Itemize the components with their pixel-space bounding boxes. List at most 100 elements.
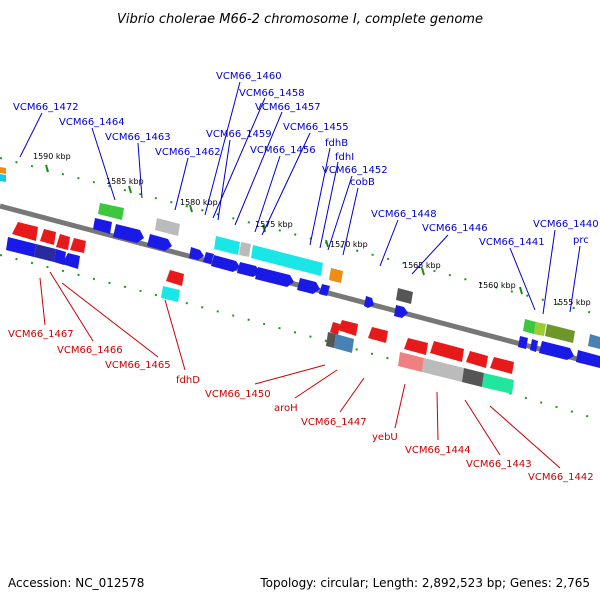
cds-reverse[interactable] [326, 332, 336, 348]
scale-label-1570: 1570 kbp [330, 240, 368, 249]
cds-reverse[interactable] [6, 237, 36, 257]
scale-label-1575: 1575 kbp [255, 220, 293, 229]
gene-label-prc[interactable]: prc [573, 235, 589, 246]
cds-reverse[interactable] [422, 358, 464, 382]
cds-forward[interactable] [189, 247, 204, 260]
gene-label-vcm66-1458[interactable]: VCM66_1458 [239, 88, 305, 99]
cds-reverse[interactable] [40, 229, 56, 245]
kbp-tick [262, 224, 266, 233]
gene-label-vcm66-1467[interactable]: VCM66_1467 [8, 329, 74, 340]
gene-label-vcm66-1448[interactable]: VCM66_1448 [371, 209, 437, 220]
cds-reverse[interactable] [482, 373, 514, 394]
gene-label-vcm66-1447[interactable]: VCM66_1447 [301, 417, 367, 428]
cds-forward[interactable] [394, 305, 408, 318]
gene-label-vcm66-1441[interactable]: VCM66_1441 [479, 237, 545, 248]
gene-label-vcm66-1464[interactable]: VCM66_1464 [59, 117, 125, 128]
map-title: Vibrio cholerae M66-2 chromosome I, comp… [117, 12, 483, 27]
cds-reverse[interactable] [34, 244, 56, 262]
gene-label-yebu[interactable]: yebU [372, 432, 398, 443]
cds-reverse[interactable] [166, 270, 184, 286]
cds-forward[interactable] [251, 245, 323, 276]
cds-forward[interactable] [364, 296, 374, 308]
kbp-tick [189, 204, 193, 213]
gene-label-vcm66-1459[interactable]: VCM66_1459 [206, 129, 272, 140]
cds-forward[interactable] [576, 350, 600, 368]
cds-forward[interactable] [113, 224, 144, 243]
cds-reverse[interactable] [54, 249, 66, 265]
cds-forward[interactable] [239, 242, 251, 257]
cds-reverse[interactable] [462, 368, 484, 387]
gene-label-vcm66-1465[interactable]: VCM66_1465 [105, 360, 171, 371]
cds-reverse[interactable] [330, 322, 340, 335]
cds-forward[interactable] [0, 174, 6, 182]
cds-reverse[interactable] [161, 286, 180, 302]
cds-reverse[interactable] [368, 327, 388, 343]
gene-label-vcm66-1443[interactable]: VCM66_1443 [466, 459, 532, 470]
gene-label-fdhb[interactable]: fdhB [325, 138, 348, 149]
cds-forward[interactable] [319, 284, 330, 296]
cds-forward[interactable] [545, 324, 575, 343]
gene-label-vcm66-1463[interactable]: VCM66_1463 [105, 132, 171, 143]
cds-forward[interactable] [203, 252, 214, 264]
cds-forward[interactable] [297, 278, 320, 294]
cds-reverse[interactable] [490, 357, 514, 374]
scale-label-1565: 1565 kbp [403, 261, 441, 270]
cds-reverse[interactable] [12, 222, 38, 241]
gene-label-vcm66-1466[interactable]: VCM66_1466 [57, 345, 123, 356]
topology-text: Topology: circular; Length: 2,892,523 bp… [259, 576, 590, 590]
gene-label-aroh[interactable]: aroH [274, 403, 298, 414]
cds-forward[interactable] [523, 319, 536, 334]
gene-label-vcm66-1460[interactable]: VCM66_1460 [216, 71, 282, 82]
cds-reverse[interactable] [338, 320, 358, 336]
reverse-features [6, 222, 514, 394]
cds-forward[interactable] [588, 334, 600, 349]
cds-forward[interactable] [211, 255, 240, 272]
kbp-tick [325, 239, 329, 248]
cds-forward[interactable] [396, 288, 413, 304]
cds-reverse[interactable] [404, 338, 428, 355]
gene-label-fdhi[interactable]: fdhI [335, 152, 354, 163]
gene-label-vcm66-1456[interactable]: VCM66_1456 [250, 145, 316, 156]
cds-forward[interactable] [155, 218, 180, 236]
cds-reverse[interactable] [430, 341, 464, 362]
cds-forward[interactable] [518, 336, 528, 349]
cds-reverse[interactable] [62, 253, 80, 269]
gene-label-vcm66-1457[interactable]: VCM66_1457 [255, 102, 321, 113]
gene-label-vcm66-1450[interactable]: VCM66_1450 [205, 389, 271, 400]
scale-label-1560: 1560 kbp [478, 281, 516, 290]
cds-reverse[interactable] [398, 352, 424, 372]
cds-forward[interactable] [329, 268, 343, 283]
cds-reverse[interactable] [334, 334, 354, 353]
gene-label-vcm66-1452[interactable]: VCM66_1452 [322, 165, 388, 176]
gene-label-cobb[interactable]: cobB [350, 177, 375, 188]
gene-label-vcm66-1462[interactable]: VCM66_1462 [155, 147, 221, 158]
cds-forward[interactable] [530, 339, 538, 352]
cds-forward[interactable] [237, 262, 260, 277]
gene-label-vcm66-1440[interactable]: VCM66_1440 [533, 219, 599, 230]
cds-forward[interactable] [0, 167, 6, 174]
reverse-leader-lines [39, 271, 561, 469]
cds-forward[interactable] [93, 218, 112, 234]
cds-reverse[interactable] [466, 351, 488, 368]
cds-reverse[interactable] [70, 238, 86, 253]
cds-forward[interactable] [539, 341, 574, 360]
gene-label-fdhd[interactable]: fdhD [176, 375, 200, 386]
gene-label-vcm66-1455[interactable]: VCM66_1455 [283, 122, 349, 133]
cds-forward[interactable] [534, 322, 546, 336]
cds-forward[interactable] [214, 236, 240, 255]
gene-label-vcm66-1444[interactable]: VCM66_1444 [405, 445, 471, 456]
cds-forward[interactable] [98, 203, 124, 220]
gene-label-vcm66-1472[interactable]: VCM66_1472 [13, 102, 79, 113]
forward-labels: VCM66_1472 VCM66_1464 VCM66_1463 VCM66_1… [13, 71, 599, 248]
gene-label-vcm66-1446[interactable]: VCM66_1446 [422, 223, 488, 234]
kbp-tick [128, 185, 132, 194]
forward-leader-lines [19, 81, 581, 315]
gene-label-vcm66-1442[interactable]: VCM66_1442 [528, 472, 594, 483]
cds-reverse[interactable] [56, 234, 70, 250]
scale-label-1590: 1590 kbp [33, 152, 71, 161]
cds-forward[interactable] [147, 234, 172, 251]
cds-forward[interactable] [255, 267, 294, 287]
scale-label-1585: 1585 kbp [106, 177, 144, 186]
